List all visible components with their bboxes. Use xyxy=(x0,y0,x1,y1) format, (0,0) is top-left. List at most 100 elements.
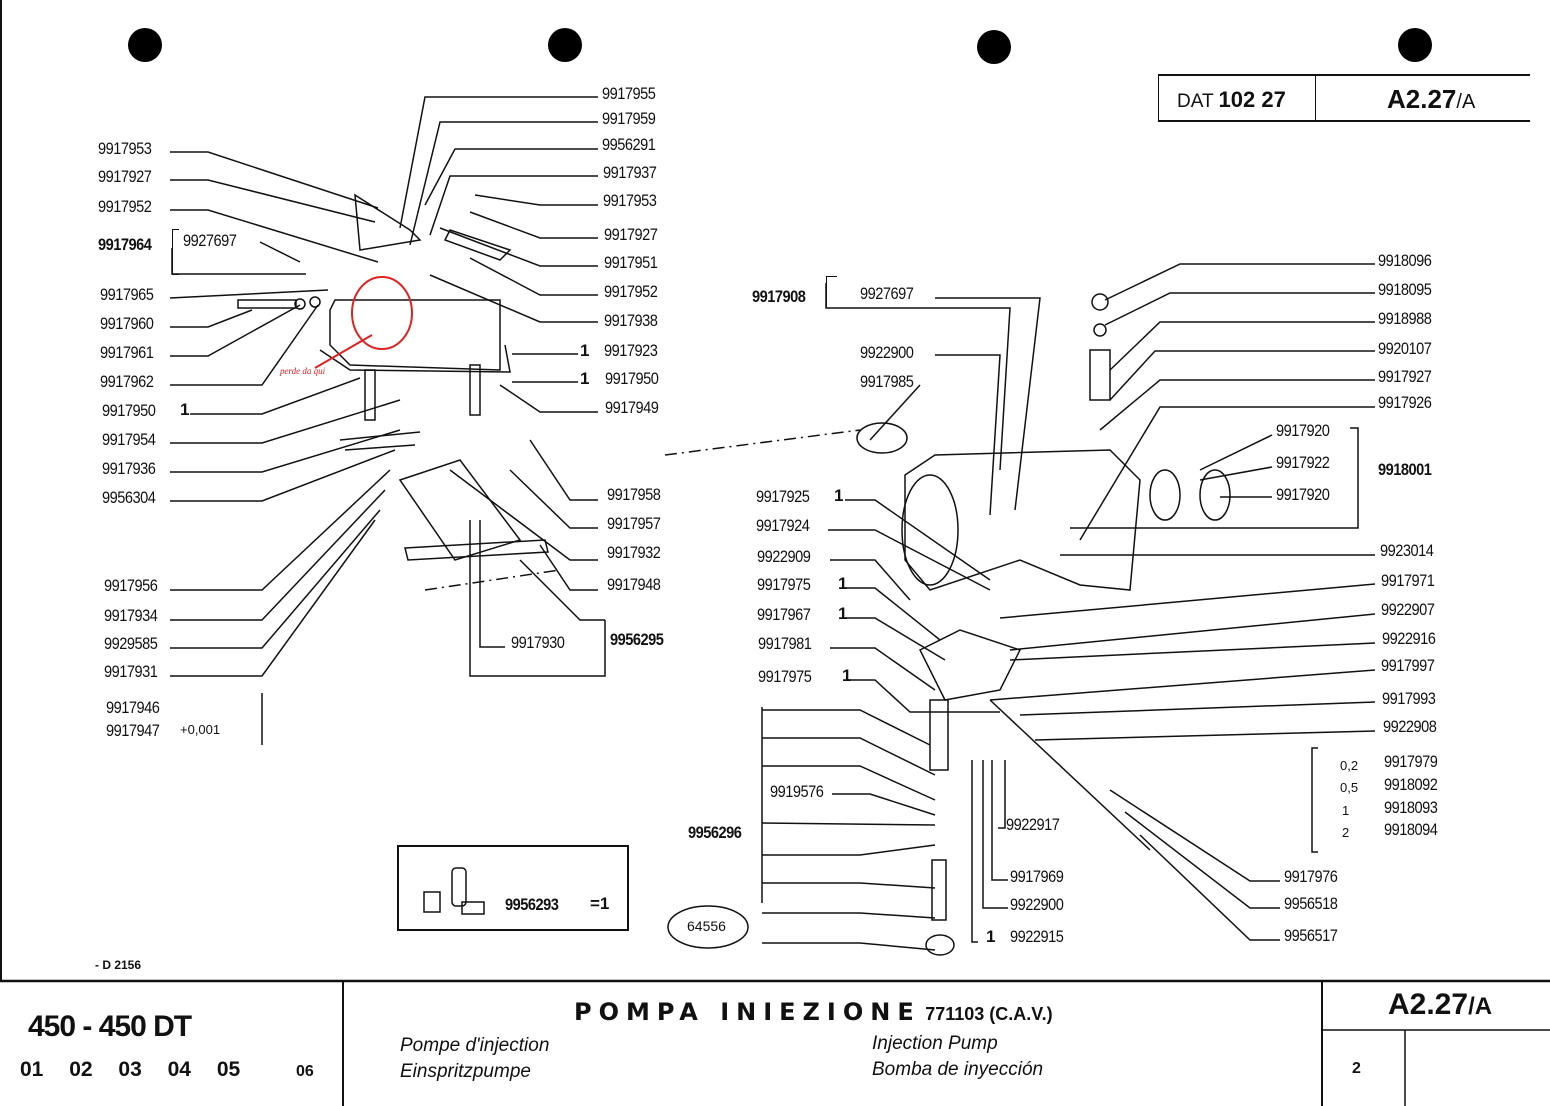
part-label: 9917967 xyxy=(757,605,811,624)
leader-line xyxy=(762,765,936,801)
leader-line xyxy=(762,737,936,776)
leader-line xyxy=(170,449,396,502)
leader-line xyxy=(830,559,911,601)
tolerance-label: +0,001 xyxy=(180,722,221,737)
part-label: 9917952 xyxy=(98,197,152,216)
part-label: 9917932 xyxy=(607,543,661,562)
part-label: 9917975 xyxy=(757,575,811,594)
leader-line xyxy=(1109,789,1280,882)
delivery-valve xyxy=(929,699,949,771)
part-label: 9917947 xyxy=(106,721,160,740)
part-label: 9917952 xyxy=(604,282,658,301)
part-label: 9917934 xyxy=(104,606,158,625)
leader-line xyxy=(499,384,598,413)
stud xyxy=(1089,349,1111,401)
title-spanish: Bomba de inyección xyxy=(872,1059,1044,1080)
quantity-label: 1 xyxy=(580,369,590,388)
shim-part: 9918092 xyxy=(1384,775,1438,794)
part-label: 9917927 xyxy=(1378,367,1432,386)
leader-line xyxy=(170,519,376,677)
leader-line xyxy=(848,679,1000,713)
dashed-axis xyxy=(424,569,561,591)
title-german: Einspritzpumpe xyxy=(400,1061,531,1082)
part-label: 9917951 xyxy=(604,253,658,272)
hydraulic-head xyxy=(918,629,1022,701)
part-label: 9917958 xyxy=(607,485,661,504)
leader-line xyxy=(1104,263,1375,301)
leader-line xyxy=(971,760,978,943)
leak-annotation-note: perde da qui xyxy=(280,366,326,376)
leader-line xyxy=(762,912,936,919)
leader-line xyxy=(982,760,1008,909)
quantity-label: 1 xyxy=(580,341,590,360)
part-label: 9929585 xyxy=(104,634,158,653)
part-label: 9917927 xyxy=(98,167,152,186)
leader-line xyxy=(259,241,301,263)
leader-line xyxy=(170,309,253,328)
leader-line xyxy=(170,399,401,444)
variant-list: 01 02 03 04 05 06 xyxy=(20,1058,314,1082)
part-label: 9922900 xyxy=(1010,895,1064,914)
leader-line xyxy=(828,529,991,591)
bracket-plate xyxy=(398,459,522,561)
screw xyxy=(237,299,297,309)
governor-cover-plate xyxy=(319,344,511,373)
part-label: 9917949 xyxy=(605,398,659,417)
assembly-label: 9956296 xyxy=(688,823,742,842)
part-label: 9927697 xyxy=(183,231,237,250)
part-label: 9917955 xyxy=(602,84,656,103)
leader-line xyxy=(469,520,606,677)
leader-line xyxy=(170,469,391,591)
part-label: 9917957 xyxy=(607,514,661,533)
leader-line xyxy=(1019,701,1376,716)
leader-line xyxy=(1139,834,1280,941)
leader-line xyxy=(1311,747,1318,853)
part-label: 9917924 xyxy=(756,516,810,535)
shim-thickness: 2 xyxy=(1342,825,1350,840)
binder-hole xyxy=(548,28,582,62)
title-french: Pompe d'injection xyxy=(400,1035,550,1056)
leader-line xyxy=(991,760,1008,881)
leader-line xyxy=(1109,321,1375,371)
part-label: 9922916 xyxy=(1382,629,1436,648)
leader-line xyxy=(474,194,598,206)
part-label: 9956291 xyxy=(602,135,656,154)
kit-quantity: =1 xyxy=(590,894,610,913)
leader-line xyxy=(469,257,598,296)
binder-hole xyxy=(128,28,162,62)
leader-line xyxy=(169,289,329,299)
leader-line xyxy=(409,121,598,246)
variant-code: 01 xyxy=(20,1058,44,1081)
part-label: 9920107 xyxy=(1378,339,1432,358)
model-title: 450 - 450 DT xyxy=(28,1010,192,1043)
bracket xyxy=(172,229,179,275)
leader-line xyxy=(170,509,381,649)
leader-line xyxy=(429,274,598,323)
part-label: 9918988 xyxy=(1378,309,1432,328)
part-label: 9917993 xyxy=(1382,689,1436,708)
part-label: 9923014 xyxy=(1380,541,1434,560)
quantity-label: 1 xyxy=(838,604,848,623)
leader-line xyxy=(479,520,505,648)
leader-line xyxy=(762,844,936,856)
part-label: 9917920 xyxy=(1276,485,1330,504)
kit-cylinder-icon xyxy=(451,867,467,907)
shim-thickness: 0,5 xyxy=(1340,780,1359,795)
rack-bar xyxy=(404,539,549,561)
leader-line xyxy=(509,469,598,529)
leader-line xyxy=(1099,379,1375,431)
part-label: 9917950 xyxy=(605,369,659,388)
footer-page-code: A2.27/A xyxy=(1388,988,1493,1021)
kit-box-frame xyxy=(397,845,629,931)
title-english: Injection Pump xyxy=(872,1033,998,1054)
part-label: 9922917 xyxy=(1006,815,1060,834)
oil-seal xyxy=(1149,469,1181,521)
washer xyxy=(1093,323,1107,337)
part-label: 9917930 xyxy=(511,633,565,652)
governor-housing xyxy=(329,299,501,371)
part-label: 9919576 xyxy=(770,782,824,801)
leader-line xyxy=(935,354,1001,516)
leader-line xyxy=(1009,613,1376,651)
binder-hole xyxy=(977,30,1011,64)
